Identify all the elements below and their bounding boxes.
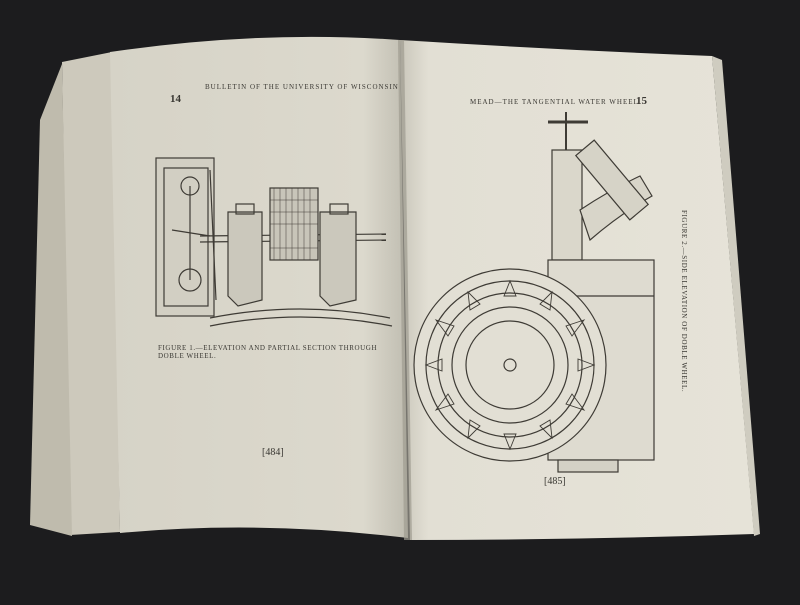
gutter-shadow (398, 40, 412, 540)
left-running-head: BULLETIN OF THE UNIVERSITY OF WISCONSIN (205, 83, 399, 91)
right-running-head: MEAD—THE TANGENTIAL WATER WHEEL (470, 98, 639, 106)
figure-1-caption: Figure 1.—Elevation and Partial Section … (158, 344, 378, 360)
figure-1-drawing (155, 157, 393, 327)
left-page-stack (62, 52, 120, 535)
figure-2-caption: Figure 2.—Side Elevation of Doble Wheel. (680, 210, 688, 393)
right-folio: [485] (544, 476, 566, 487)
right-page-number: 15 (636, 95, 647, 107)
figure-2-drawing (413, 112, 655, 473)
right-page-stack (712, 56, 760, 536)
left-folio: [484] (262, 447, 284, 458)
left-page-number: 14 (170, 93, 181, 105)
left-cover-edge (30, 64, 72, 536)
